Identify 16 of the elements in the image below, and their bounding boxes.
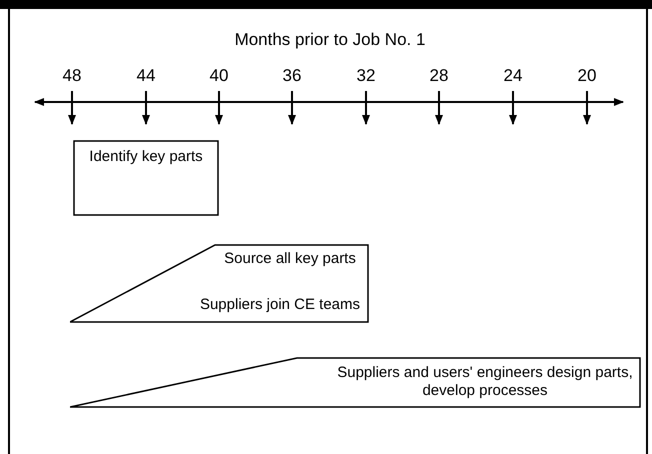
task-wedge (70, 357, 641, 408)
task-box (73, 140, 219, 216)
timeline-title: Months prior to Job No. 1 (234, 30, 426, 50)
month-tick-label: 48 (62, 66, 82, 86)
task-text: Suppliers join CE teams (198, 296, 362, 314)
month-tick-label: 28 (428, 66, 450, 86)
task-wedge (70, 244, 369, 323)
month-tick-label: 24 (502, 66, 524, 86)
month-tick-label: 44 (136, 66, 156, 86)
task-text: Suppliers and users' engineers design parts, develop processes (336, 364, 634, 400)
month-tick-label: 32 (356, 66, 376, 86)
task-text: Identify key parts (88, 148, 204, 166)
month-tick-label: 40 (208, 66, 230, 86)
month-tick-label: 36 (282, 66, 302, 86)
month-tick-label: 20 (576, 66, 598, 86)
task-text: Source all key parts (223, 250, 357, 268)
